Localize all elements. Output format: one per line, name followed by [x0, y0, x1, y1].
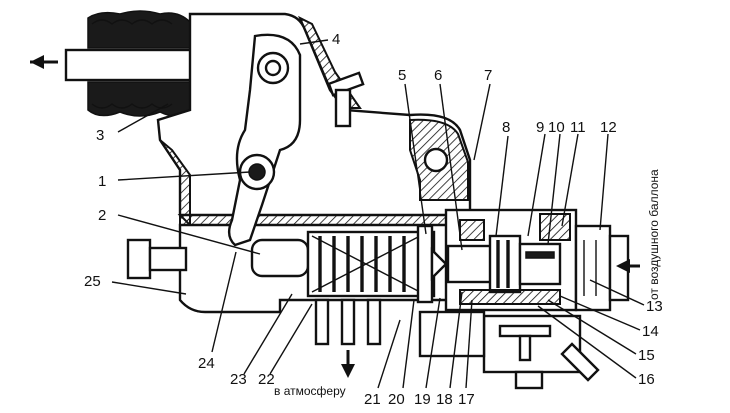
callout-6: 6 — [434, 67, 442, 84]
callout-11: 11 — [570, 119, 586, 136]
callout-17: 17 — [458, 391, 475, 408]
bottom-connector — [418, 310, 600, 390]
callout-23: 23 — [230, 371, 247, 388]
callout-20: 20 — [388, 391, 405, 408]
callout-2: 2 — [98, 207, 106, 224]
adjusting-pin — [327, 71, 365, 128]
plunger-assembly — [250, 224, 448, 304]
callout-22: 22 — [258, 371, 275, 388]
callout-3: 3 — [96, 127, 104, 144]
valve-section — [444, 208, 578, 312]
callout-1: 1 — [98, 173, 106, 190]
callout-16: 16 — [638, 371, 655, 388]
push-rod — [30, 48, 198, 82]
callout-4: 4 — [332, 31, 340, 48]
exhaust-ports — [314, 298, 382, 378]
callout-24: 24 — [198, 355, 215, 372]
callout-7: 7 — [484, 67, 492, 84]
note-to-atmosphere: в атмосферу — [274, 384, 346, 398]
callout-21: 21 — [364, 391, 381, 408]
callout-14: 14 — [642, 323, 659, 340]
inlet-fitting — [574, 224, 640, 312]
note-from-air-tank: от воздушного баллона — [647, 169, 661, 300]
leader-lines — [111, 39, 645, 389]
callout-12: 12 — [600, 119, 617, 136]
callout-25: 25 — [84, 273, 101, 290]
mounting-bolt — [126, 238, 188, 280]
callout-13: 13 — [646, 298, 663, 315]
callout-10: 10 — [548, 119, 565, 136]
callout-5: 5 — [398, 67, 406, 84]
callout-9: 9 — [536, 119, 544, 136]
rubber-boot — [87, 10, 191, 117]
callout-8: 8 — [502, 119, 510, 136]
callout-18: 18 — [436, 391, 453, 408]
callout-19: 19 — [414, 391, 431, 408]
callout-15: 15 — [638, 347, 655, 364]
